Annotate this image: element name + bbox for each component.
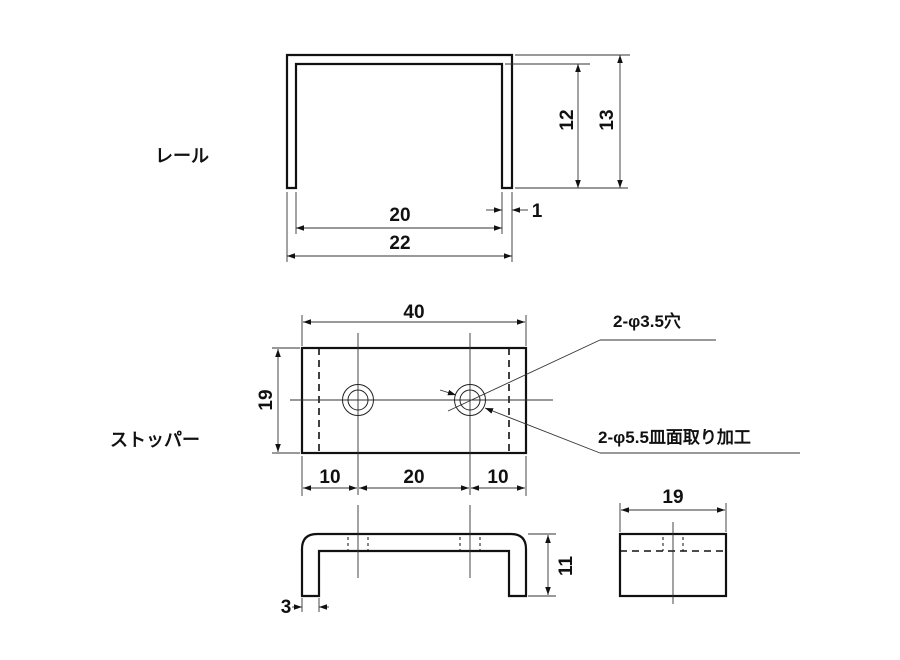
dim-19-top: 19 [256, 389, 277, 410]
dim-10-left: 10 [319, 467, 340, 488]
dim-3: 3 [281, 597, 292, 618]
stopper-side-view: 11 3 [281, 505, 577, 618]
dim-1: 1 [532, 201, 543, 222]
rail-label: レール [155, 146, 209, 166]
dim-12: 12 [557, 109, 578, 130]
dim-11: 11 [556, 556, 577, 577]
dim-40: 40 [403, 302, 424, 323]
dim-10-right: 10 [487, 467, 508, 488]
hole-left [342, 384, 374, 416]
note-countersink: 2-φ5.5皿面取り加工 [598, 428, 751, 447]
hole-right [454, 384, 486, 416]
stopper-end-view: 19 [618, 487, 728, 604]
dim-19-end: 19 [662, 487, 683, 508]
rail-profile [285, 53, 514, 190]
stopper-label: ストッパー [110, 430, 200, 450]
rail-drawing: レール 12 13 20 22 1 [155, 53, 630, 262]
note-hole: 2-φ3.5穴 [613, 311, 681, 331]
dim-22: 22 [389, 233, 410, 254]
stopper-top-view: ストッパー 40 19 10 20 10 [110, 302, 800, 496]
dim-20: 20 [389, 205, 410, 226]
dim-20-pitch: 20 [403, 467, 424, 488]
dim-13: 13 [597, 109, 618, 130]
